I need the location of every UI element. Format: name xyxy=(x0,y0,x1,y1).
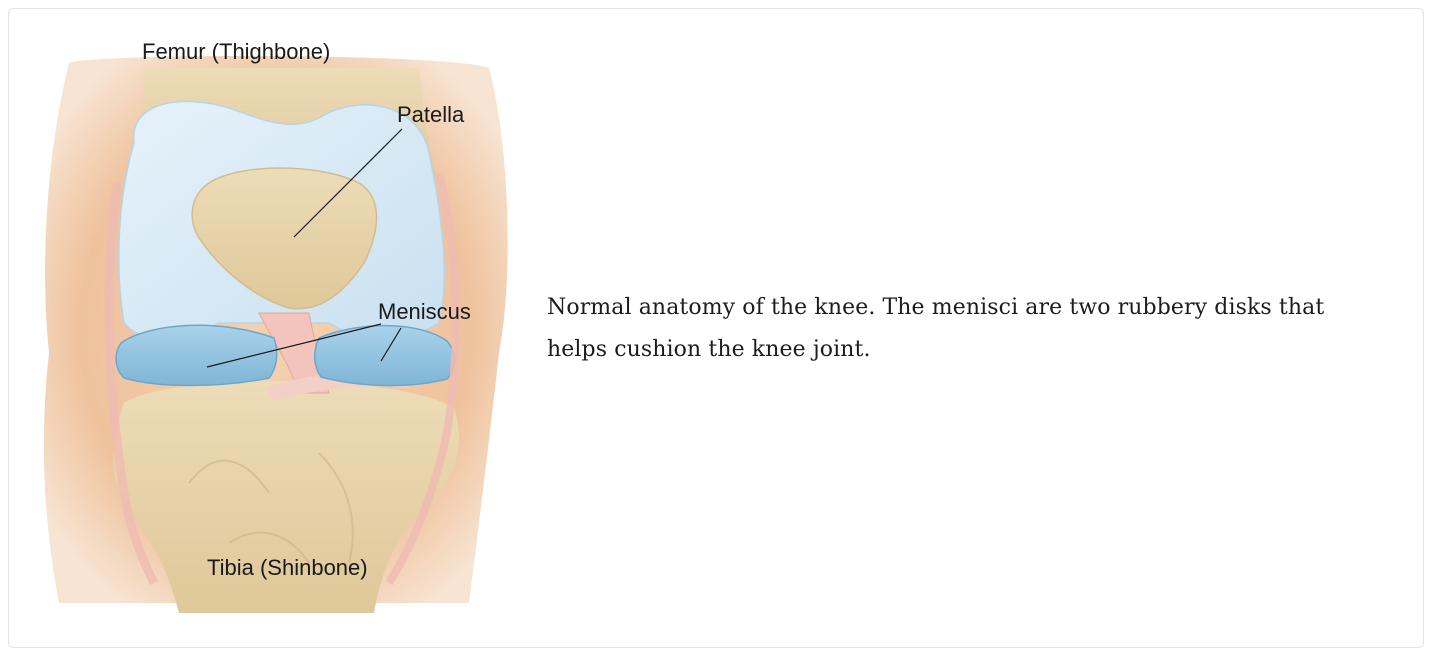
knee-illustration: Femur (Thighbone) Patella Meniscus Tibia… xyxy=(29,23,519,613)
figure-caption: Normal anatomy of the knee. The menisci … xyxy=(547,287,1387,371)
meniscus-label: Meniscus xyxy=(378,299,471,324)
femur-label: Femur (Thighbone) xyxy=(142,39,330,64)
knee-anatomy-figure: Femur (Thighbone) Patella Meniscus Tibia… xyxy=(29,23,519,613)
tibia-label: Tibia (Shinbone) xyxy=(207,555,368,580)
content-card: Femur (Thighbone) Patella Meniscus Tibia… xyxy=(8,8,1424,648)
patella-label: Patella xyxy=(397,102,465,127)
